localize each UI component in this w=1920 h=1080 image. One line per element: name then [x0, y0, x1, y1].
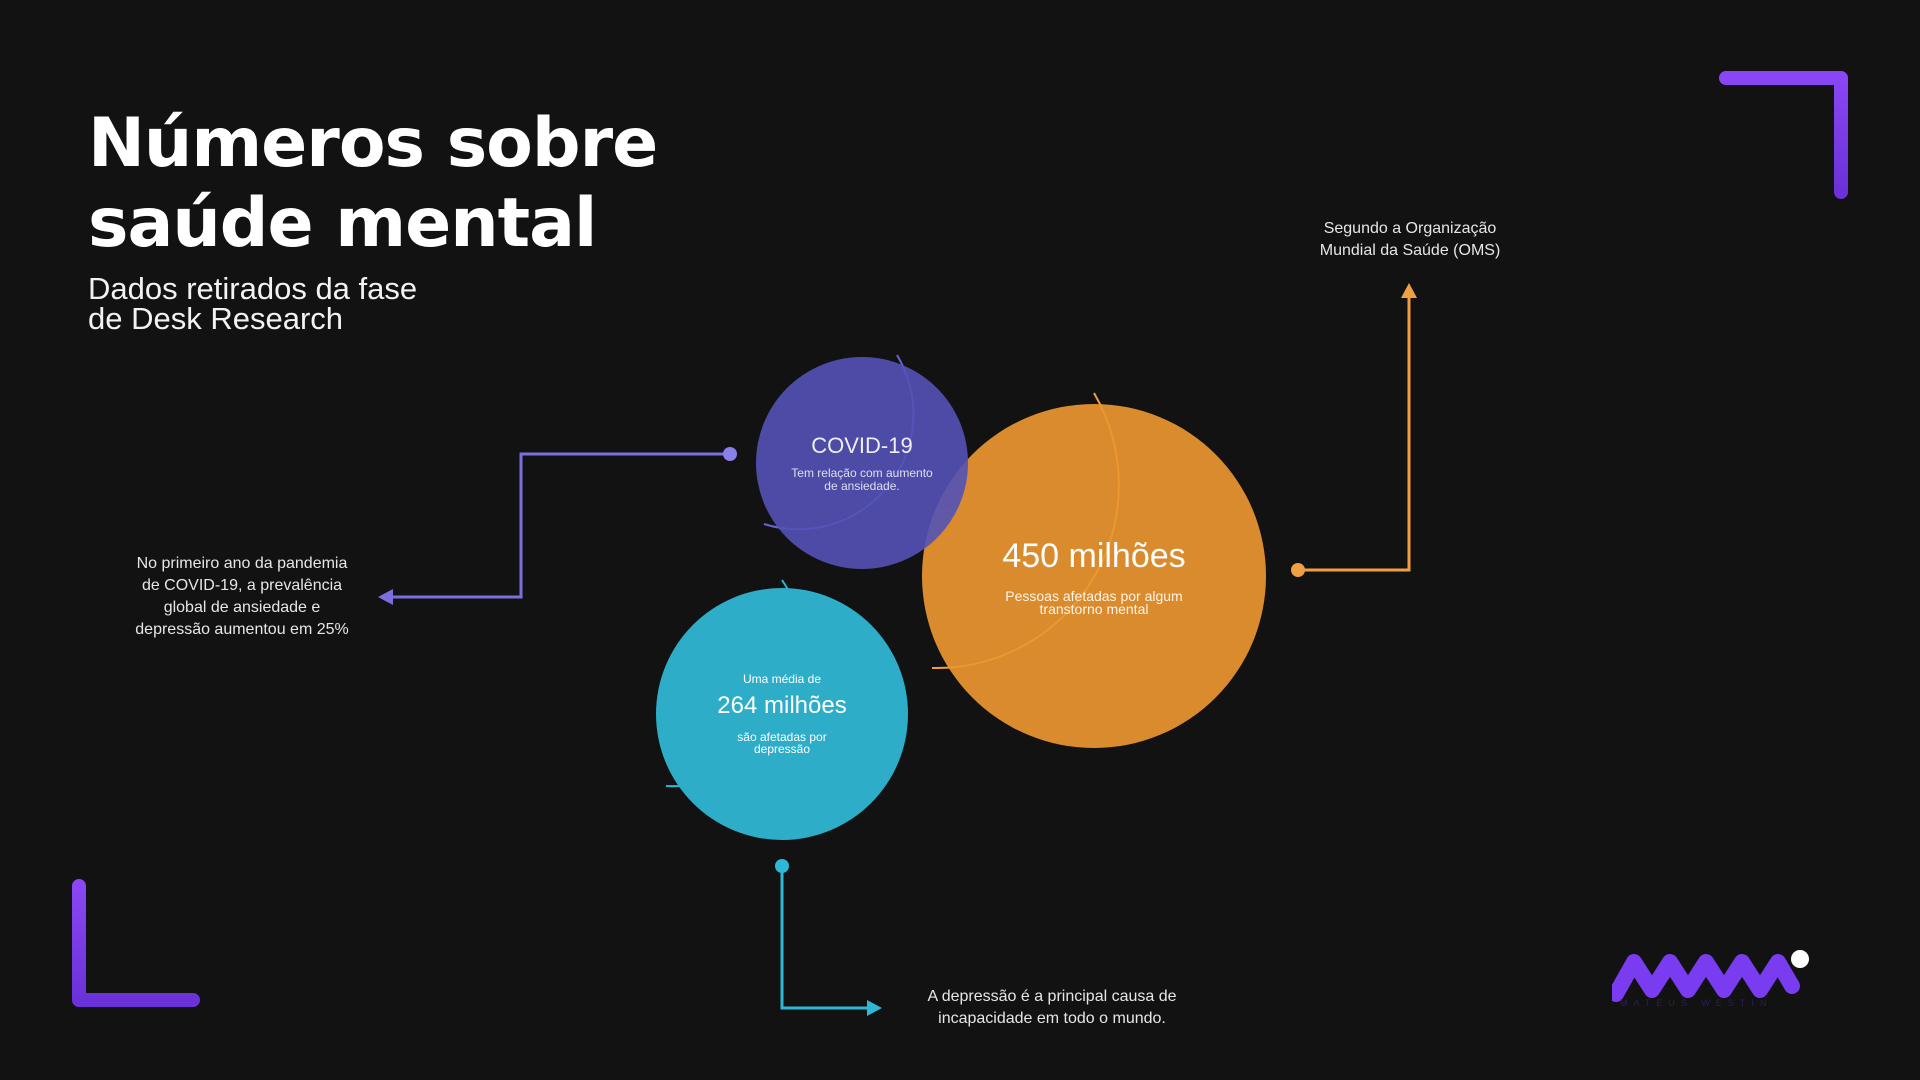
oms-annotation-line-2: Mundial da Saúde (OMS) [1319, 242, 1501, 259]
depression-annotation-line-2: incapacidade em todo o mundo. [938, 1010, 1166, 1027]
corner-bracket-top-right [1719, 71, 1848, 199]
mental-disorder-stat-circle: 450 milhões Pessoas afetadas por algum t… [922, 404, 1266, 748]
mental-disorder-stat-value: 450 milhões [1002, 537, 1186, 575]
page-subtitle-line-1: Dados retirados da fase [88, 271, 418, 306]
covid-stat-heading: COVID-19 [811, 433, 913, 458]
mw-logo [1612, 950, 1809, 1002]
mental-disorder-stat-desc-line-2: transtorno mental [1039, 601, 1149, 617]
page-subtitle: Dados retirados da fase de Desk Research [88, 271, 418, 336]
logo-subtitle: MATEUS WESTIN [1620, 998, 1773, 1008]
orange-connector-dot [1291, 563, 1305, 577]
oms-annotation: Segundo a Organização Mundial da Saúde (… [1290, 218, 1530, 262]
blue-connector-arrowhead [867, 1000, 882, 1016]
corner-bracket-bottom-left [72, 879, 200, 1007]
page-title-line-2: saúde mental [88, 184, 597, 263]
depression-stat-prefix: Uma média de [742, 672, 822, 686]
depression-stat-desc-line-2: depressão [753, 742, 811, 756]
depression-annotation-line-1: A depressão é a principal causa de [927, 988, 1177, 1005]
covid-connector-line [390, 452, 730, 599]
page-title-line-1: Números sobre [88, 104, 658, 183]
covid-connector-dot [723, 447, 737, 461]
pandemic-annotation-line-2: de COVID-19, a prevalência [141, 577, 343, 594]
pandemic-annotation-line-4: depressão aumentou em 25% [135, 621, 349, 638]
mental-disorder-stat-desc-line-1: Pessoas afetadas por algum [1005, 588, 1183, 604]
blue-connector-line [780, 866, 870, 1010]
pandemic-annotation-line-1: No primeiro ano da pandemia [136, 555, 348, 572]
covid-stat-desc-line-1: Tem relação com aumento [791, 466, 933, 480]
depression-stat-value: 264 milhões [717, 692, 847, 719]
covid-stat-circle: COVID-19 Tem relação com aumento de ansi… [756, 357, 968, 569]
orange-connector-arrowhead [1401, 283, 1417, 298]
page-subtitle-line-2: de Desk Research [88, 301, 344, 336]
covid-stat-desc-line-2: de ansiedade. [824, 479, 900, 493]
blue-connector-dot [775, 859, 789, 873]
oms-annotation-line-1: Segundo a Organização [1323, 220, 1497, 237]
depression-stat-desc-line-1: são afetadas por [737, 730, 827, 744]
depression-annotation: A depressão é a principal causa de incap… [888, 986, 1216, 1030]
covid-connector-arrowhead [378, 589, 393, 605]
page-title: Números sobre saúde mental [88, 104, 658, 264]
pandemic-annotation: No primeiro ano da pandemia de COVID-19,… [112, 553, 372, 641]
pandemic-annotation-line-3: global de ansiedade e [163, 599, 321, 616]
orange-connector-line [1299, 292, 1411, 572]
depression-stat-circle: Uma média de 264 milhões são afetadas po… [656, 588, 908, 840]
